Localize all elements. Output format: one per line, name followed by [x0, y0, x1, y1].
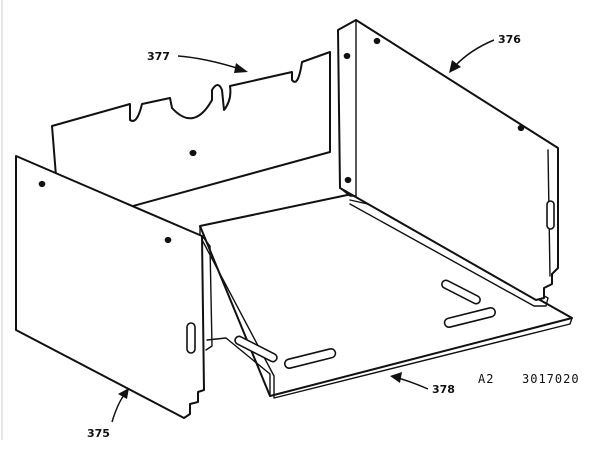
leader-376: [449, 39, 495, 73]
slot: [443, 307, 497, 329]
right-panel-hole: [517, 124, 525, 132]
right-panel-slot: [546, 200, 555, 230]
rear-panel-hole: [189, 149, 197, 157]
callout-375: 375: [87, 427, 110, 440]
left-panel-375: [15, 155, 213, 419]
slot: [283, 347, 337, 369]
slot: [441, 279, 481, 305]
drawing-number: 3017020: [522, 372, 580, 386]
base-plate-slots: [234, 279, 497, 369]
callout-377: 377: [147, 50, 170, 63]
figure-code: A2: [478, 372, 495, 386]
right-panel-hole: [373, 37, 381, 45]
leader-377: [177, 55, 248, 73]
right-panel-hole: [343, 52, 351, 60]
left-panel-hole: [38, 180, 46, 188]
rear-panel-377: [51, 51, 331, 227]
left-panel-hole: [164, 236, 172, 244]
leader-375: [111, 388, 129, 423]
left-panel-slot: [186, 322, 196, 354]
callout-378: 378: [432, 383, 455, 396]
right-panel-hole: [344, 176, 352, 184]
right-panel-376: [337, 19, 559, 301]
callout-376: 376: [498, 33, 521, 46]
slot: [234, 335, 278, 363]
leader-378: [390, 372, 429, 390]
